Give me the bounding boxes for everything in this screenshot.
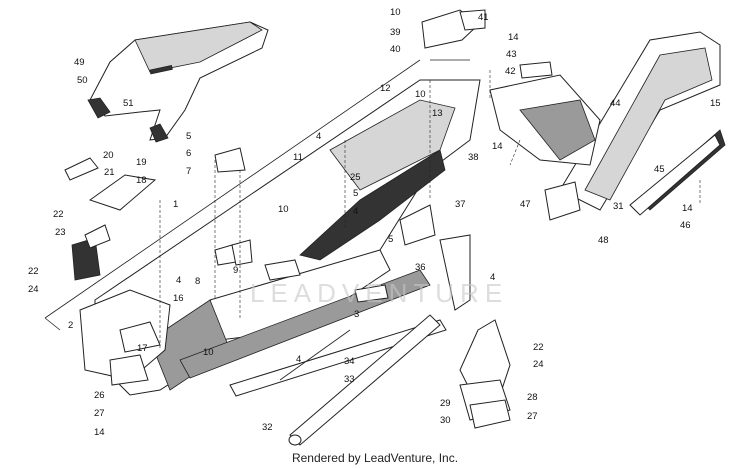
callout-label: 15 xyxy=(710,98,721,109)
callout-label: 2 xyxy=(68,320,73,331)
callout-label: 21 xyxy=(104,167,115,178)
callout-label: 34 xyxy=(344,356,355,367)
callout-label: 38 xyxy=(468,152,479,163)
callout-label: 24 xyxy=(533,359,544,370)
callout-label: 12 xyxy=(380,83,391,94)
callout-label: 10 xyxy=(278,204,289,215)
callout-label: 17 xyxy=(137,343,148,354)
small-parts xyxy=(64,9,581,429)
callouts: 10 41 39 40 14 43 42 49 50 12 10 13 44 1… xyxy=(28,7,721,438)
tunnel-frame xyxy=(94,79,481,396)
rear-bumper xyxy=(559,31,721,211)
callout-label: 47 xyxy=(520,199,531,210)
callout-label: 4 xyxy=(296,354,301,365)
leader-lines xyxy=(159,70,701,350)
callout-label: 10 xyxy=(203,347,214,358)
callout-label: 44 xyxy=(610,98,621,109)
callout-label: 13 xyxy=(432,108,443,119)
callout-label: 49 xyxy=(74,57,85,68)
callout-label: 22 xyxy=(533,342,544,353)
snowflap xyxy=(629,129,726,216)
callout-label: 36 xyxy=(415,262,426,273)
callout-label: 14 xyxy=(94,427,105,438)
callout-label: 51 xyxy=(123,98,134,109)
callout-label: 16 xyxy=(173,293,184,304)
callout-label: 42 xyxy=(505,66,516,77)
seat xyxy=(87,21,269,143)
callout-label: 24 xyxy=(28,284,39,295)
callout-label: 7 xyxy=(186,166,191,177)
callout-label: 28 xyxy=(527,392,538,403)
callout-label: 50 xyxy=(77,75,88,86)
callout-label: 9 xyxy=(233,265,238,276)
callout-label: 46 xyxy=(680,220,691,231)
callout-label: 19 xyxy=(136,157,147,168)
callout-label: 31 xyxy=(613,201,624,212)
callout-label: 48 xyxy=(598,235,609,246)
callout-label: 29 xyxy=(440,398,451,409)
callout-label: 27 xyxy=(94,408,105,419)
callout-label: 14 xyxy=(492,141,503,152)
taillight xyxy=(489,74,601,166)
callout-label: 41 xyxy=(478,12,489,23)
pipe xyxy=(288,314,441,446)
callout-label: 22 xyxy=(28,266,39,277)
watermark-text: LEADVENTURE xyxy=(250,278,508,308)
callout-label: 10 xyxy=(390,7,401,18)
callout-label: 23 xyxy=(55,227,66,238)
callout-label: 33 xyxy=(344,374,355,385)
callout-label: 4 xyxy=(316,131,321,142)
callout-label: 11 xyxy=(293,152,303,163)
callout-label: 5 xyxy=(353,188,358,199)
callout-label: 4 xyxy=(353,206,358,217)
callout-label: 3 xyxy=(354,309,359,320)
footer-credit: Rendered by LeadVenture, Inc. xyxy=(291,451,459,465)
callout-label: 40 xyxy=(390,44,401,55)
callout-label: 20 xyxy=(103,150,114,161)
callout-label: 18 xyxy=(136,175,147,186)
callout-label: 26 xyxy=(94,390,105,401)
callout-label: 45 xyxy=(654,164,665,175)
callout-label: 4 xyxy=(490,272,495,283)
callout-label: 1 xyxy=(173,199,178,210)
assembly-outline xyxy=(44,59,470,331)
callout-label: 30 xyxy=(440,415,451,426)
callout-label: 32 xyxy=(262,422,273,433)
callout-label: 43 xyxy=(506,49,517,60)
callout-label: 39 xyxy=(390,27,401,38)
callout-label: 37 xyxy=(455,199,466,210)
callout-label: 8 xyxy=(195,276,200,287)
callout-label: 6 xyxy=(186,148,191,159)
callout-label: 4 xyxy=(176,275,181,286)
callout-label: 22 xyxy=(53,209,64,220)
callout-label: 27 xyxy=(527,411,538,422)
callout-label: 14 xyxy=(508,32,519,43)
callout-label: 25 xyxy=(350,172,361,183)
callout-label: 14 xyxy=(682,203,693,214)
callout-label: 5 xyxy=(388,234,393,245)
callout-label: 5 xyxy=(186,131,191,142)
callout-label: 10 xyxy=(415,89,426,100)
